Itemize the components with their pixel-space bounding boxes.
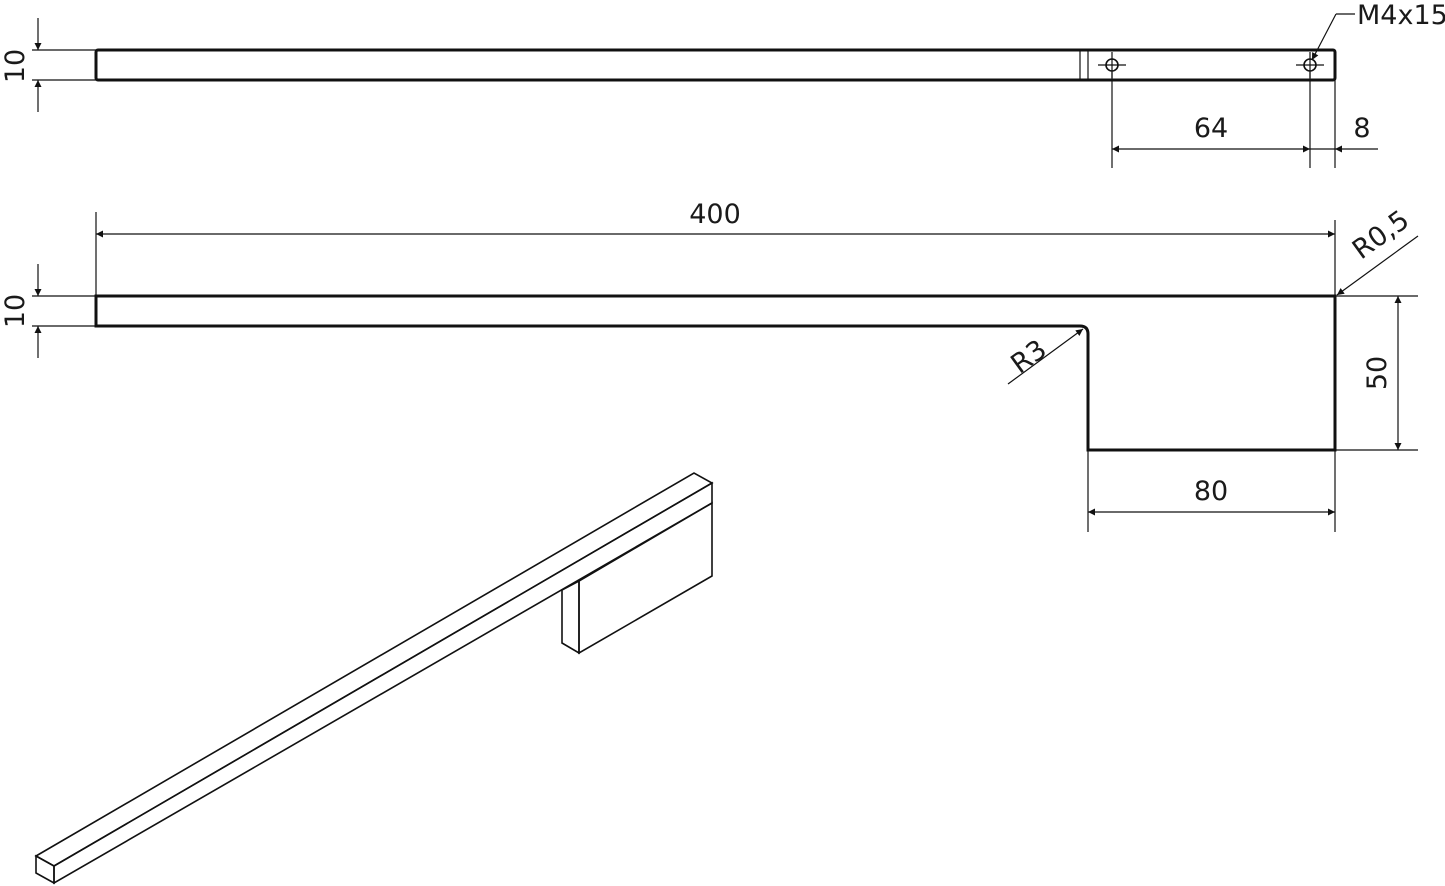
dim-front-thickness: 10 (0, 264, 96, 358)
dim-outer-radius-label: R0,5 (1347, 204, 1415, 265)
dim-outer-radius: R0,5 (1336, 204, 1419, 296)
dim-height: 50 (1335, 295, 1418, 451)
top-view-bar-outline (94, 48, 1337, 82)
dim-inner-radius: R3 (1005, 328, 1084, 385)
dim-hole-spacing: 64 (1111, 72, 1336, 168)
dim-height-label: 50 (1362, 356, 1393, 390)
dim-hole-edge: 8 (1310, 113, 1378, 153)
dim-front-thickness-label: 10 (0, 294, 31, 328)
dim-top-thickness: 10 (0, 18, 96, 112)
front-view-profile (94, 294, 1337, 452)
dim-hole-edge-label: 8 (1353, 113, 1370, 144)
iso-flange-front-face (578, 501, 713, 655)
dim-thread-callout: M4x15 (1311, 0, 1445, 61)
iso-flange-edge (561, 642, 580, 654)
dim-thread-label: M4x15 (1357, 0, 1445, 31)
dim-width-label: 80 (1194, 476, 1228, 507)
dim-top-thickness-label: 10 (0, 49, 31, 83)
iso-bar-end-face (35, 854, 55, 885)
dim-length: 400 (95, 199, 1336, 296)
dim-length-label: 400 (689, 199, 741, 230)
isometric-view (34, 472, 714, 885)
dim-inner-radius-label: R3 (1005, 334, 1052, 380)
iso-flange-inner-face (561, 579, 580, 655)
dim-hole-spacing-label: 64 (1194, 113, 1228, 144)
dim-width: 80 (1087, 450, 1336, 532)
iso-bar-top-face (34, 472, 714, 867)
top-view: 10 M4x15 64 8 (0, 0, 1445, 168)
iso-bar-front-face (53, 481, 713, 885)
